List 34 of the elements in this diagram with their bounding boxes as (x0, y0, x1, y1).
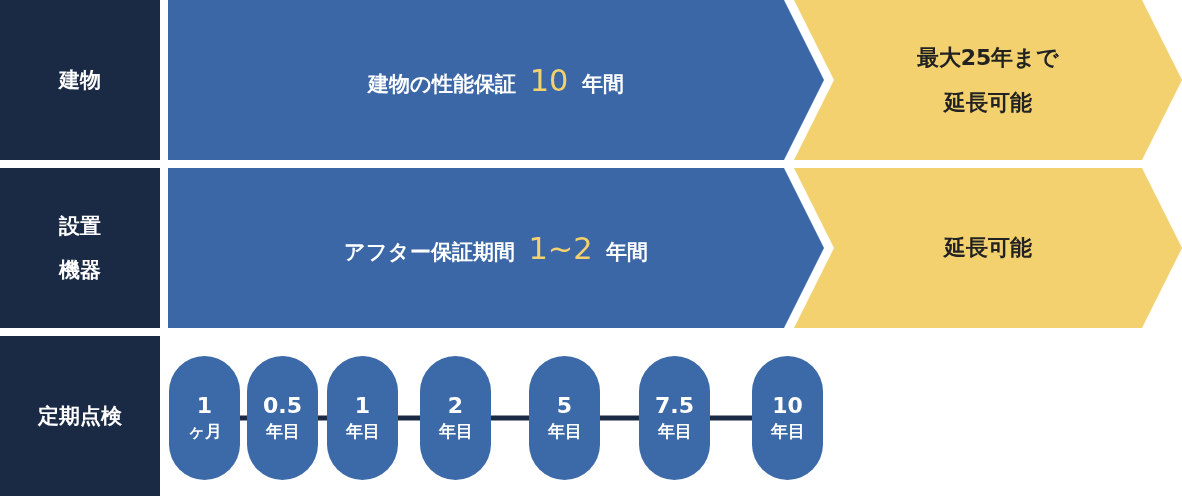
pill-unit: 年目 (770, 420, 805, 443)
pill-number: 5 (556, 391, 573, 419)
timeline-line (710, 415, 752, 421)
chevron-band (794, 168, 1182, 328)
pill-number: 10 (772, 391, 803, 419)
pill-unit: 年目 (438, 420, 473, 443)
pill-unit: ヶ月 (187, 420, 222, 443)
row-header (0, 168, 160, 328)
chevron-band (168, 168, 824, 328)
pill-number: 7.5 (655, 391, 694, 419)
timeline-line (491, 415, 529, 421)
pill-unit: 年目 (345, 420, 380, 443)
pill-number: 2 (447, 391, 464, 419)
pill-unit: 年目 (657, 420, 692, 443)
timeline-line (600, 415, 639, 421)
pill-unit: 年目 (547, 420, 582, 443)
timeline-line (240, 415, 247, 421)
pill-number: 1 (354, 391, 371, 419)
timeline-line (318, 415, 327, 421)
pill-number: 1 (196, 391, 213, 419)
row-header-label: 定期点検 (38, 402, 122, 430)
row-header (0, 0, 160, 160)
band-label: アフター保証期間 1~2 年間 (344, 230, 648, 266)
band-label: 最大25年まで延長可能 (915, 43, 1061, 117)
band-label: 延長可能 (944, 234, 1032, 263)
pill-number: 0.5 (263, 391, 302, 419)
chevron-band (794, 0, 1182, 160)
row-header-label: 建物 (59, 66, 101, 94)
timeline-line (398, 415, 420, 421)
row-header-label: 設置機器 (57, 212, 102, 284)
row-header (0, 336, 160, 496)
band-label: 建物の性能保証 10 年間 (368, 62, 624, 98)
chevron-band (168, 0, 824, 160)
pill-unit: 年目 (265, 420, 300, 443)
